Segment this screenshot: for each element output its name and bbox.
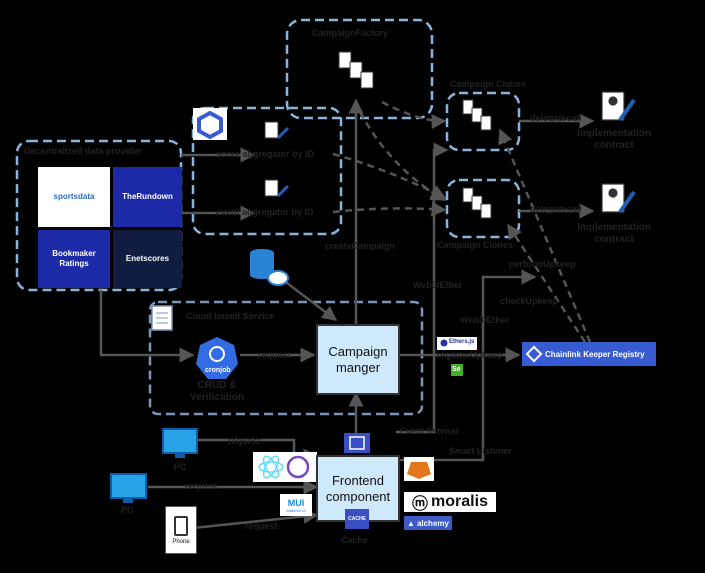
phone-device: Phone — [165, 506, 197, 554]
aggregator-group — [191, 106, 343, 236]
wire-score-clones — [332, 152, 447, 200]
therundown-label: TheRundown — [122, 192, 173, 201]
wire-provider-cron — [99, 290, 195, 363]
web3-label-lower: Web3/Ether — [460, 315, 510, 325]
material-ui-label: Material UI — [286, 507, 306, 513]
campaign-factory-group — [285, 18, 434, 120]
moralis-mark-icon: ⓜ — [412, 496, 429, 513]
cache-top-icon — [344, 433, 370, 453]
selenium-logo — [451, 364, 463, 376]
wire-cloud-manager — [282, 279, 338, 321]
factory-group-title: CampaignFactory — [312, 28, 389, 38]
wire-event-clones — [332, 201, 447, 217]
wire-web3-lower — [396, 269, 537, 462]
material-ui-logo: MUI Material UI — [280, 494, 312, 516]
delegatecall-label-2: delegatecall — [530, 204, 582, 214]
provider-tile-sportsdata: sportsdata — [38, 167, 110, 227]
clone-docs-icon-bottom — [462, 187, 492, 219]
check-upkeep-label: checkUpkeep — [500, 296, 559, 306]
data-provider-group — [15, 139, 183, 292]
alchemy-logo: ▲ alchemy — [404, 516, 452, 530]
cloud-group-title: Cloud based Service — [186, 311, 275, 321]
phone-icon — [174, 515, 188, 536]
database-cloud-icon — [250, 249, 289, 286]
wire-chainlink-perform-top — [498, 128, 592, 343]
request-label-pc1: request — [228, 436, 261, 446]
pc-icon-2 — [110, 473, 147, 503]
pc-label-1: PC — [174, 462, 187, 472]
delegatecall-label-1: delegatecall — [530, 113, 582, 123]
wire-web3-upper — [396, 142, 449, 434]
metamask-logo — [404, 457, 434, 481]
react-redux-logo — [253, 452, 317, 482]
implementation-contract-label-2: Implementation contract — [577, 222, 651, 245]
campaign-clones-group-bottom — [445, 178, 521, 239]
perform-upkeep-label: performUpkeep — [509, 259, 576, 269]
chainlink-hex-icon — [525, 345, 543, 363]
campaign-manager-label: Campaign manger — [328, 343, 388, 375]
provider-tile-enetscores: Enetscores — [113, 230, 182, 288]
web3-label-upper: Web3/Ether — [413, 280, 463, 290]
frontend-component-label: Frontend component — [325, 472, 391, 504]
cache-bottom-icon: CACHE — [345, 509, 369, 529]
moralis-logo: ⓜ moralis — [404, 492, 496, 513]
clones-group-title-top: Campaign Clones — [450, 79, 527, 89]
server-icon — [151, 305, 173, 331]
pc-icon-1 — [162, 428, 198, 458]
enetscores-label: Enetscores — [125, 254, 170, 263]
implementation-contract-icon-2 — [601, 183, 636, 214]
wire-factory-clones-top — [381, 100, 447, 130]
provider-group-title: Decentralized data provider — [24, 146, 143, 156]
cron-task-label: CRUD & Verification — [190, 380, 244, 403]
clone-docs-icon-top — [462, 99, 492, 131]
chainlink-keeper-registry[interactable]: Chainlink Keeper Registry — [522, 342, 656, 366]
bookmaker-label: Bookmaker Ratings — [52, 249, 96, 268]
cronjob-icon — [196, 337, 238, 379]
campaign-clones-group-top — [445, 91, 521, 152]
chainlink-keeper-registry-label: Chainlink Keeper Registry — [545, 349, 645, 359]
campaign-manager-node[interactable]: Campaign manger — [316, 324, 400, 395]
implementation-contract-icon-1 — [601, 91, 636, 122]
request-label-cron: request — [258, 350, 291, 360]
alchemy-mark-icon: ▲ — [407, 518, 415, 528]
pc-label-2: PC — [121, 505, 134, 515]
wire-phone-frontend — [192, 508, 319, 530]
event-listener-label: Event listener — [400, 426, 460, 436]
cache-icon-text: CACHE — [348, 516, 366, 522]
aggregator-doc-icon-2 — [264, 179, 290, 198]
phone-label: Phone — [172, 538, 190, 545]
request-label-pc2: request — [185, 481, 218, 491]
cache-bottom-label: Cache — [341, 535, 369, 545]
cronjob-text: cronjob — [205, 367, 231, 374]
factory-docs-icon — [338, 51, 374, 89]
score-aggregator-label: score aggregator by ID — [216, 149, 315, 159]
moralis-label: moralis — [431, 493, 488, 510]
create-campaign-label: createCampaign — [325, 241, 396, 251]
request-label-phone: request — [245, 521, 278, 531]
ethers-label: Ethers.js — [449, 339, 475, 345]
provider-tile-therundown: TheRundown — [113, 167, 182, 227]
clones-group-title-bottom: Campaign Clones — [437, 240, 514, 250]
event-aggregator-label: event aggregator by ID — [216, 207, 314, 217]
cloud-service-group — [148, 300, 424, 416]
mui-mark: MUI — [287, 497, 305, 508]
aggregator-doc-icon-1 — [264, 121, 290, 140]
selenium-label: Se — [452, 366, 461, 373]
register-upkeep-label: registerUpkeep — [437, 350, 503, 360]
wire-factory-clones-bottom — [358, 111, 447, 202]
implementation-contract-label-1: Implementation contract — [577, 128, 651, 151]
sportsdata-label: sportsdata — [53, 192, 95, 201]
ethers-logo — [437, 337, 477, 350]
smart-listener-label: Smart Listener — [449, 446, 513, 456]
provider-tile-bookmaker: Bookmaker Ratings — [38, 230, 110, 288]
alchemy-label: alchemy — [416, 518, 449, 528]
chainlink-logo — [193, 108, 227, 140]
